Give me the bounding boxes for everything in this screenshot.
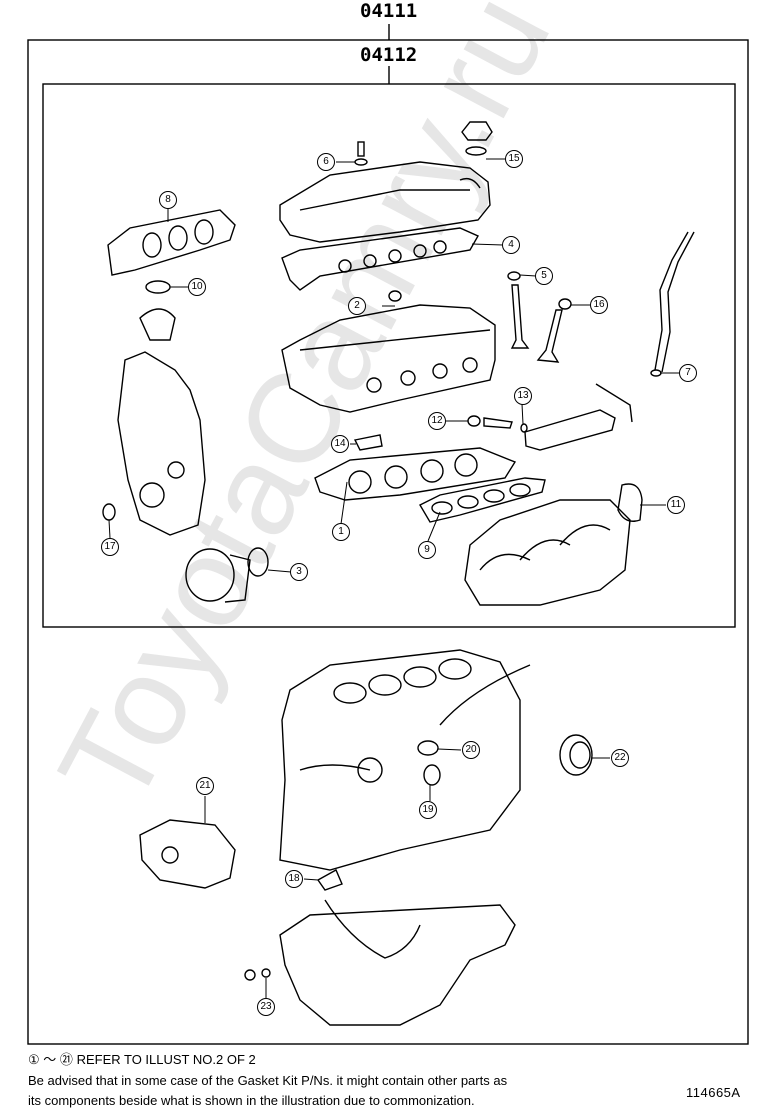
water-pump bbox=[185, 548, 251, 603]
fuel-delivery-pipe bbox=[524, 383, 633, 451]
front-crank-seal bbox=[102, 503, 116, 521]
callout-23: 23 bbox=[257, 998, 275, 1016]
intake-manifold-gasket bbox=[419, 477, 546, 523]
intake-manifold bbox=[464, 499, 631, 606]
note-range-start: ① bbox=[28, 1052, 40, 1067]
callout-20: 20 bbox=[462, 741, 480, 759]
timing-cover-plate bbox=[139, 819, 236, 889]
oil-filler-cap bbox=[461, 121, 493, 156]
note-advisory-line-2: its components beside what is shown in t… bbox=[28, 1093, 475, 1108]
figure-id: 114665A bbox=[686, 1085, 741, 1100]
injector-14 bbox=[353, 434, 383, 451]
callout-18: 18 bbox=[285, 870, 303, 888]
outer-kit-code: 04111 bbox=[360, 0, 418, 22]
cover-bolt bbox=[354, 141, 368, 166]
rear-oil-seal bbox=[559, 734, 593, 776]
callout-5: 5 bbox=[535, 267, 553, 285]
valve-intake bbox=[510, 284, 530, 349]
inner-kit-code: 04112 bbox=[360, 44, 418, 66]
note-range-tilde: 〜 bbox=[43, 1052, 57, 1067]
cylinder-head-gasket bbox=[314, 447, 517, 501]
head-cover-gasket bbox=[281, 227, 479, 291]
timing-chain-cover bbox=[117, 351, 206, 536]
dipstick-guide bbox=[654, 231, 689, 371]
note-advisory-line-1: Be advised that in some case of the Gask… bbox=[28, 1073, 508, 1088]
callout-19: 19 bbox=[419, 801, 437, 819]
cylinder-head bbox=[281, 304, 496, 413]
callout-12: 12 bbox=[428, 412, 446, 430]
note-refer-line: ① 〜 ㉑ REFER TO ILLUST NO.2 OF 2 bbox=[28, 1051, 256, 1068]
callout-13: 13 bbox=[514, 387, 532, 405]
water-outlet bbox=[139, 308, 176, 341]
strainer-gasket bbox=[316, 869, 343, 891]
callout-2: 2 bbox=[348, 297, 366, 315]
seal-19 bbox=[423, 764, 441, 786]
water-pump-o-ring bbox=[247, 547, 269, 577]
outer-kit-frame bbox=[27, 39, 749, 1045]
callout-9: 9 bbox=[418, 541, 436, 559]
callout-21: 21 bbox=[196, 777, 214, 795]
callout-4: 4 bbox=[502, 236, 520, 254]
callout-6: 6 bbox=[317, 153, 335, 171]
valve-exhaust bbox=[536, 309, 563, 363]
callout-17: 17 bbox=[101, 538, 119, 556]
injector-seal-12 bbox=[467, 415, 481, 427]
exhaust-manifold-gasket bbox=[107, 209, 236, 276]
note-range-end: ㉑ bbox=[59, 1052, 73, 1067]
cylinder-block bbox=[279, 649, 521, 871]
callout-11: 11 bbox=[667, 496, 685, 514]
injector-o-ring-13 bbox=[520, 423, 528, 433]
callout-10: 10 bbox=[188, 278, 206, 296]
throttle-body-gasket bbox=[617, 483, 643, 522]
gasket-20 bbox=[417, 740, 439, 756]
callout-14: 14 bbox=[331, 435, 349, 453]
callout-1: 1 bbox=[332, 523, 350, 541]
drain-plug-gasket bbox=[261, 968, 271, 978]
oil-pan bbox=[279, 899, 516, 1026]
cylinder-head-cover bbox=[279, 161, 491, 243]
callout-8: 8 bbox=[159, 191, 177, 209]
callout-15: 15 bbox=[505, 150, 523, 168]
valve-seal-16 bbox=[558, 298, 572, 310]
oil-dipstick bbox=[439, 664, 531, 726]
callout-7: 7 bbox=[679, 364, 697, 382]
valve-stem-seal bbox=[507, 271, 521, 281]
note-refer-text: REFER TO ILLUST NO.2 OF 2 bbox=[76, 1052, 256, 1067]
fuel-injector bbox=[483, 417, 513, 429]
spark-plug-tube-gasket bbox=[388, 290, 402, 302]
callout-16: 16 bbox=[590, 296, 608, 314]
exhaust-ring bbox=[145, 280, 171, 294]
callout-22: 22 bbox=[611, 749, 629, 767]
drain-plug bbox=[244, 969, 256, 981]
callout-3: 3 bbox=[290, 563, 308, 581]
inner-kit-frame bbox=[42, 83, 736, 628]
